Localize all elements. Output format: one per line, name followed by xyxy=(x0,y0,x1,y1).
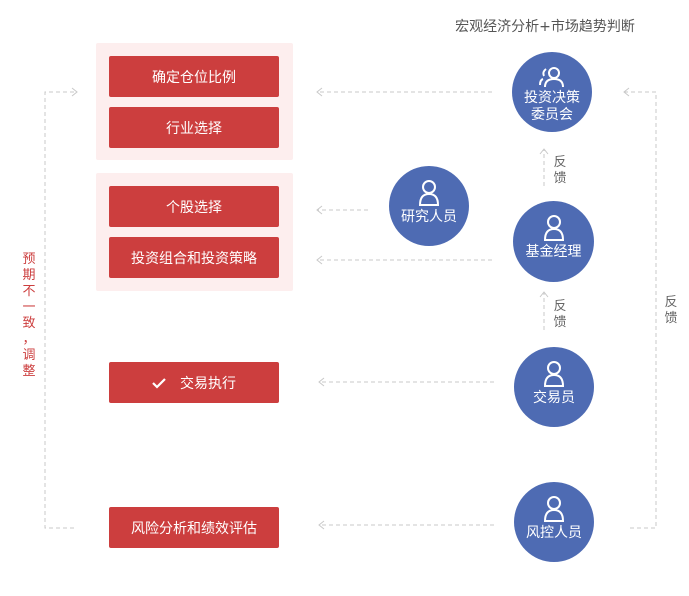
committee-label-line1: 投资决策 xyxy=(524,90,580,106)
user-icon xyxy=(543,361,565,387)
right-feedback-label: 反 馈 xyxy=(664,295,678,326)
risk-evaluation-label: 风险分析和绩效评估 xyxy=(131,520,257,537)
risk-officer-node: 风控人员 xyxy=(514,482,594,562)
user-icon xyxy=(543,496,565,522)
risk-officer-label: 风控人员 xyxy=(526,525,582,541)
stock-selection-box: 个股选择 xyxy=(109,186,279,227)
macro-analysis-note: 宏观经济分析+市场趋势判断 xyxy=(455,19,635,35)
risk-evaluation-box: 风险分析和绩效评估 xyxy=(109,507,279,548)
trader-node: 交易员 xyxy=(514,347,594,427)
industry-selection-box: 行业选择 xyxy=(109,107,279,148)
user-icon xyxy=(543,215,564,241)
trade-execution-label: 交易执行 xyxy=(180,375,236,392)
researcher-label: 研究人员 xyxy=(401,209,457,225)
user-icon xyxy=(418,180,440,206)
trade-execution-box: 交易执行 xyxy=(109,362,279,403)
left-feedback-label: 预 期 不 一 致 ， 调 整 xyxy=(22,252,36,379)
feedback-label-1: 反 馈 xyxy=(553,155,567,186)
position-ratio-box: 确定仓位比例 xyxy=(109,56,279,97)
position-ratio-label: 确定仓位比例 xyxy=(152,69,236,86)
check-icon xyxy=(152,377,166,389)
industry-selection-label: 行业选择 xyxy=(166,120,222,137)
committee-node: 投资决策 委员会 xyxy=(512,52,592,132)
feedback-label-2: 反 馈 xyxy=(553,299,567,330)
trader-label: 交易员 xyxy=(533,390,575,406)
group-user-icon xyxy=(539,67,564,88)
researcher-node: 研究人员 xyxy=(389,166,469,246)
stock-selection-label: 个股选择 xyxy=(166,199,222,216)
right-feedback-bracket xyxy=(624,91,657,529)
portfolio-strategy-box: 投资组合和投资策略 xyxy=(109,237,279,278)
committee-label-line2: 委员会 xyxy=(531,107,573,123)
fund-manager-label: 基金经理 xyxy=(525,244,582,260)
left-feedback-bracket xyxy=(44,91,76,529)
portfolio-strategy-label: 投资组合和投资策略 xyxy=(131,250,257,267)
fund-manager-node: 基金经理 xyxy=(513,201,594,282)
